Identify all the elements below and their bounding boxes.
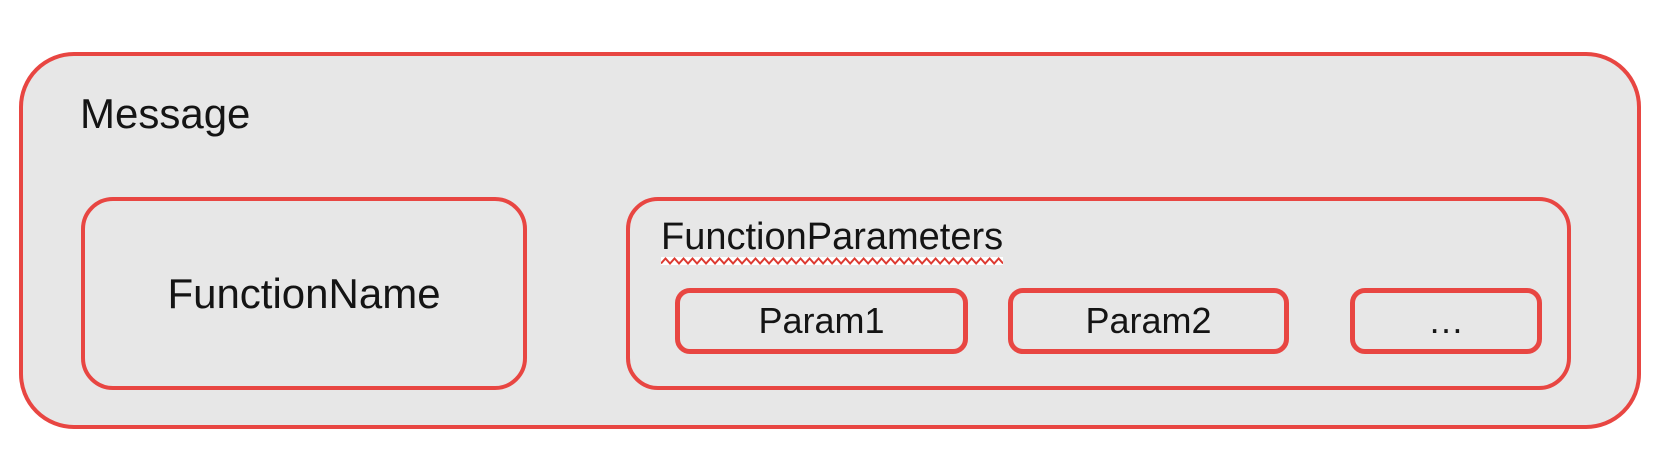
- param-box-ellipsis: …: [1350, 288, 1542, 354]
- param-box: Param1: [675, 288, 968, 354]
- message-box: Message FunctionName FunctionParameters …: [19, 52, 1641, 429]
- param-label: Param2: [1085, 300, 1212, 341]
- function-parameters-box: FunctionParameters Param1 Param2 …: [626, 197, 1571, 390]
- spellcheck-squiggle-icon: [661, 257, 1004, 265]
- message-label: Message: [80, 90, 251, 137]
- function-parameters-label: FunctionParameters: [661, 216, 1004, 258]
- param-label: Param1: [758, 300, 885, 341]
- param-box: Param2: [1008, 288, 1289, 354]
- function-name-label: FunctionName: [167, 269, 441, 317]
- param-ellipsis-label: …: [1428, 300, 1464, 341]
- function-parameters-label-group: FunctionParameters: [661, 216, 1004, 265]
- function-name-box: FunctionName: [81, 197, 527, 390]
